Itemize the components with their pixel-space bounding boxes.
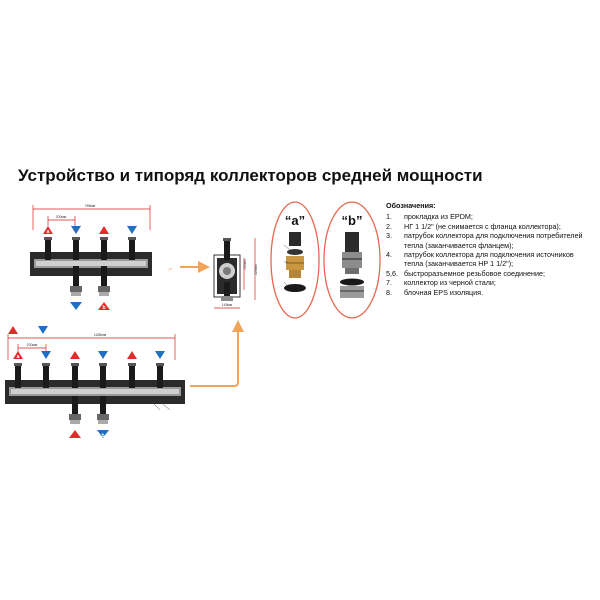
legend-item: 8.блочная EPS изоляция. — [386, 287, 484, 297]
bottom-collector: 1185мм 200мм — [5, 326, 185, 439]
legend-item: 3.патрубок коллектора для подключения по… — [386, 231, 583, 250]
page-title: Устройство и типоряд коллекторов средней… — [18, 166, 483, 185]
bottom-marker-blue-small — [38, 326, 48, 334]
top-lower-pipes — [70, 266, 110, 296]
detail-b — [323, 201, 381, 319]
detail-a — [270, 201, 320, 319]
detail-a-label: “a” — [285, 213, 305, 228]
orange-connector-bottom — [190, 320, 244, 387]
top-upper-pipes — [44, 237, 136, 260]
bottom-marker-a: a — [17, 354, 20, 360]
top-collector: 785мм 200мм — [30, 204, 152, 311]
top-dimension-lines — [32, 205, 151, 230]
bottom-markers — [13, 351, 165, 438]
legend-item: 4.патрубок коллектора для подключения ис… — [386, 250, 574, 269]
top-markers — [43, 226, 137, 310]
bottom-upper-pipes — [14, 363, 164, 388]
legend: Обозначения: 1.прокладка из EPDM; 2.НГ 1… — [386, 201, 590, 297]
side-width-dim: 145мм — [222, 303, 233, 307]
bottom-width-dim: 1185мм — [94, 333, 107, 337]
side-height-dim2: 225мм — [254, 264, 258, 275]
legend-item: 1.прокладка из EPDM; — [386, 212, 473, 222]
top-width-dim: 785мм — [85, 204, 96, 208]
top-marker-a: a — [47, 229, 50, 235]
bottom-marker-red-small — [8, 326, 18, 334]
bottom-dimension-lines — [7, 334, 176, 360]
bottom-marker-b: b — [101, 433, 104, 439]
top-marker-b: b — [102, 305, 105, 311]
side-height-dim1: 160мм — [243, 259, 247, 270]
detail-b-label: “b” — [342, 213, 363, 228]
bottom-lower-pipes — [69, 396, 109, 424]
top-spacing-dim: 200мм — [56, 215, 67, 219]
orange-callout-top: „a“ — [168, 266, 174, 271]
legend-item: 7.коллектор из черной стали; — [386, 278, 496, 288]
legend-item: 5,6.быстроразъемное резьбовое соединение… — [386, 268, 545, 278]
legend-heading: Обозначения: — [386, 201, 436, 210]
side-view — [213, 238, 256, 309]
bottom-spacing-dim: 200мм — [27, 343, 38, 347]
legend-item: 2.НГ 1 1/2" (не снимается с фланца колле… — [386, 221, 561, 231]
